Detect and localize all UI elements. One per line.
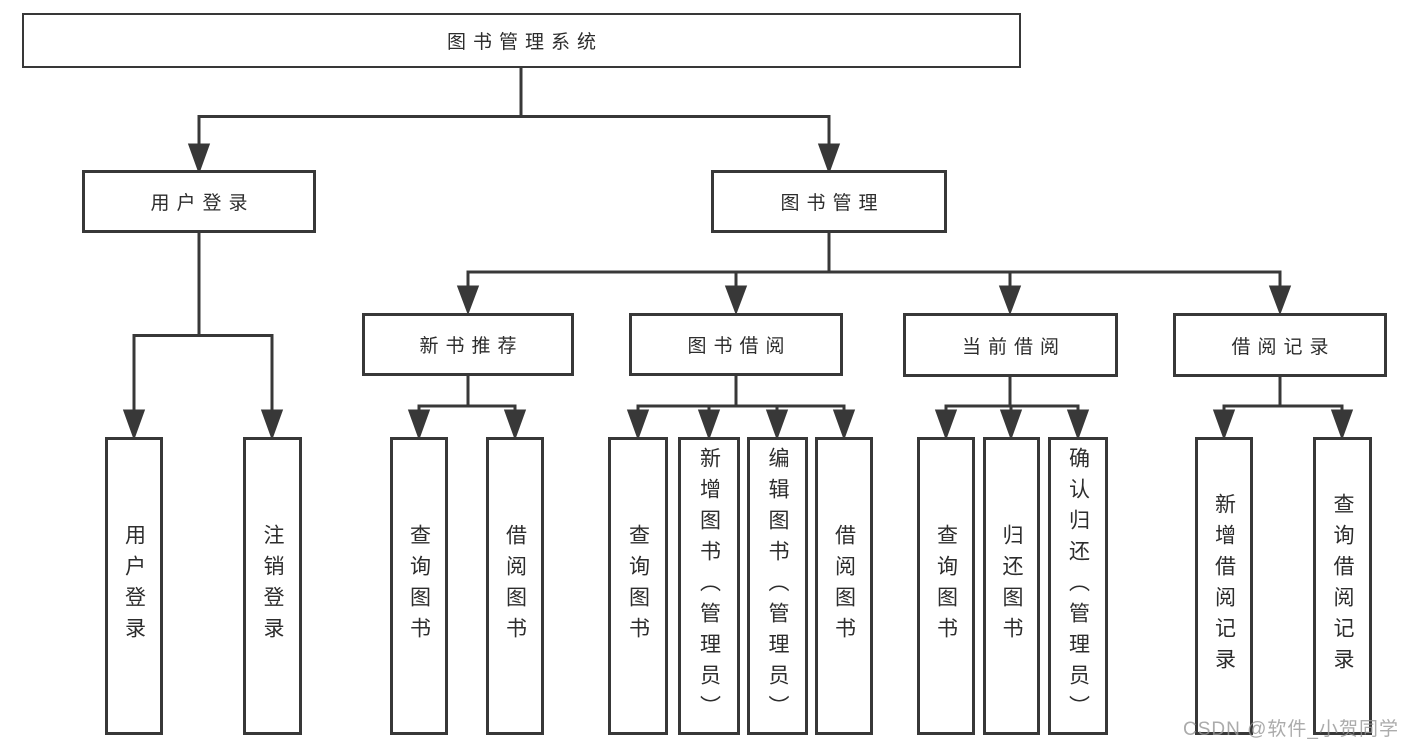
leaf-add-book-admin: 新增图书（管理员） xyxy=(678,437,740,735)
node-new-book-recommend: 新书推荐 xyxy=(362,313,574,376)
leaf-query-borrow-record: 查询借阅记录 xyxy=(1313,437,1372,735)
connector-book-borrow-children xyxy=(626,374,856,441)
connector-new-book-children xyxy=(407,374,527,441)
node-book-borrow: 图书借阅 xyxy=(629,313,843,376)
csdn-watermark: CSDN @软件_小贺同学 xyxy=(1183,719,1399,740)
leaf-confirm-return-admin: 确认归还（管理员） xyxy=(1048,437,1108,735)
connector-root-to-level2 xyxy=(187,66,841,175)
leaf-confirm-return-admin-label: 确认归还（管理员） xyxy=(1066,446,1090,726)
node-book-management: 图书管理 xyxy=(711,170,947,233)
connector-user-login-children xyxy=(122,231,284,441)
leaf-return-book: 归还图书 xyxy=(983,437,1040,735)
leaf-user-login-label: 用户登录 xyxy=(122,524,146,648)
node-user-login: 用户登录 xyxy=(82,170,316,233)
leaf-query-book-2-label: 查询图书 xyxy=(626,524,650,648)
node-borrow-record: 借阅记录 xyxy=(1173,313,1387,377)
leaf-query-book-3-label: 查询图书 xyxy=(934,524,958,648)
leaf-borrow-book-2: 借阅图书 xyxy=(815,437,873,735)
connector-current-borrow-children xyxy=(934,374,1090,441)
leaf-return-book-label: 归还图书 xyxy=(1000,524,1023,648)
leaf-query-book-1: 查询图书 xyxy=(390,437,448,735)
leaf-borrow-book-1: 借阅图书 xyxy=(486,437,544,735)
leaf-borrow-book-2-label: 借阅图书 xyxy=(832,524,856,648)
leaf-query-book-1-label: 查询图书 xyxy=(407,524,431,648)
leaf-add-borrow-record: 新增借阅记录 xyxy=(1195,437,1253,735)
leaf-user-login: 用户登录 xyxy=(105,437,163,735)
leaf-add-book-admin-label: 新增图书（管理员） xyxy=(697,446,721,726)
leaf-query-borrow-record-label: 查询借阅记录 xyxy=(1331,493,1354,679)
leaf-borrow-book-1-label: 借阅图书 xyxy=(503,524,527,648)
leaf-logout: 注销登录 xyxy=(243,437,302,735)
connector-book-mgmt-children xyxy=(456,231,1292,316)
leaf-edit-book-admin-label: 编辑图书（管理员） xyxy=(766,446,789,726)
leaf-add-borrow-record-label: 新增借阅记录 xyxy=(1212,493,1236,679)
leaf-edit-book-admin: 编辑图书（管理员） xyxy=(747,437,808,735)
leaf-query-book-3: 查询图书 xyxy=(917,437,975,735)
node-library-management-system: 图书管理系统 xyxy=(22,13,1021,68)
leaf-query-book-2: 查询图书 xyxy=(608,437,668,735)
connector-borrow-record-children xyxy=(1212,374,1354,441)
node-current-borrow: 当前借阅 xyxy=(903,313,1118,377)
leaf-logout-label: 注销登录 xyxy=(261,524,284,648)
